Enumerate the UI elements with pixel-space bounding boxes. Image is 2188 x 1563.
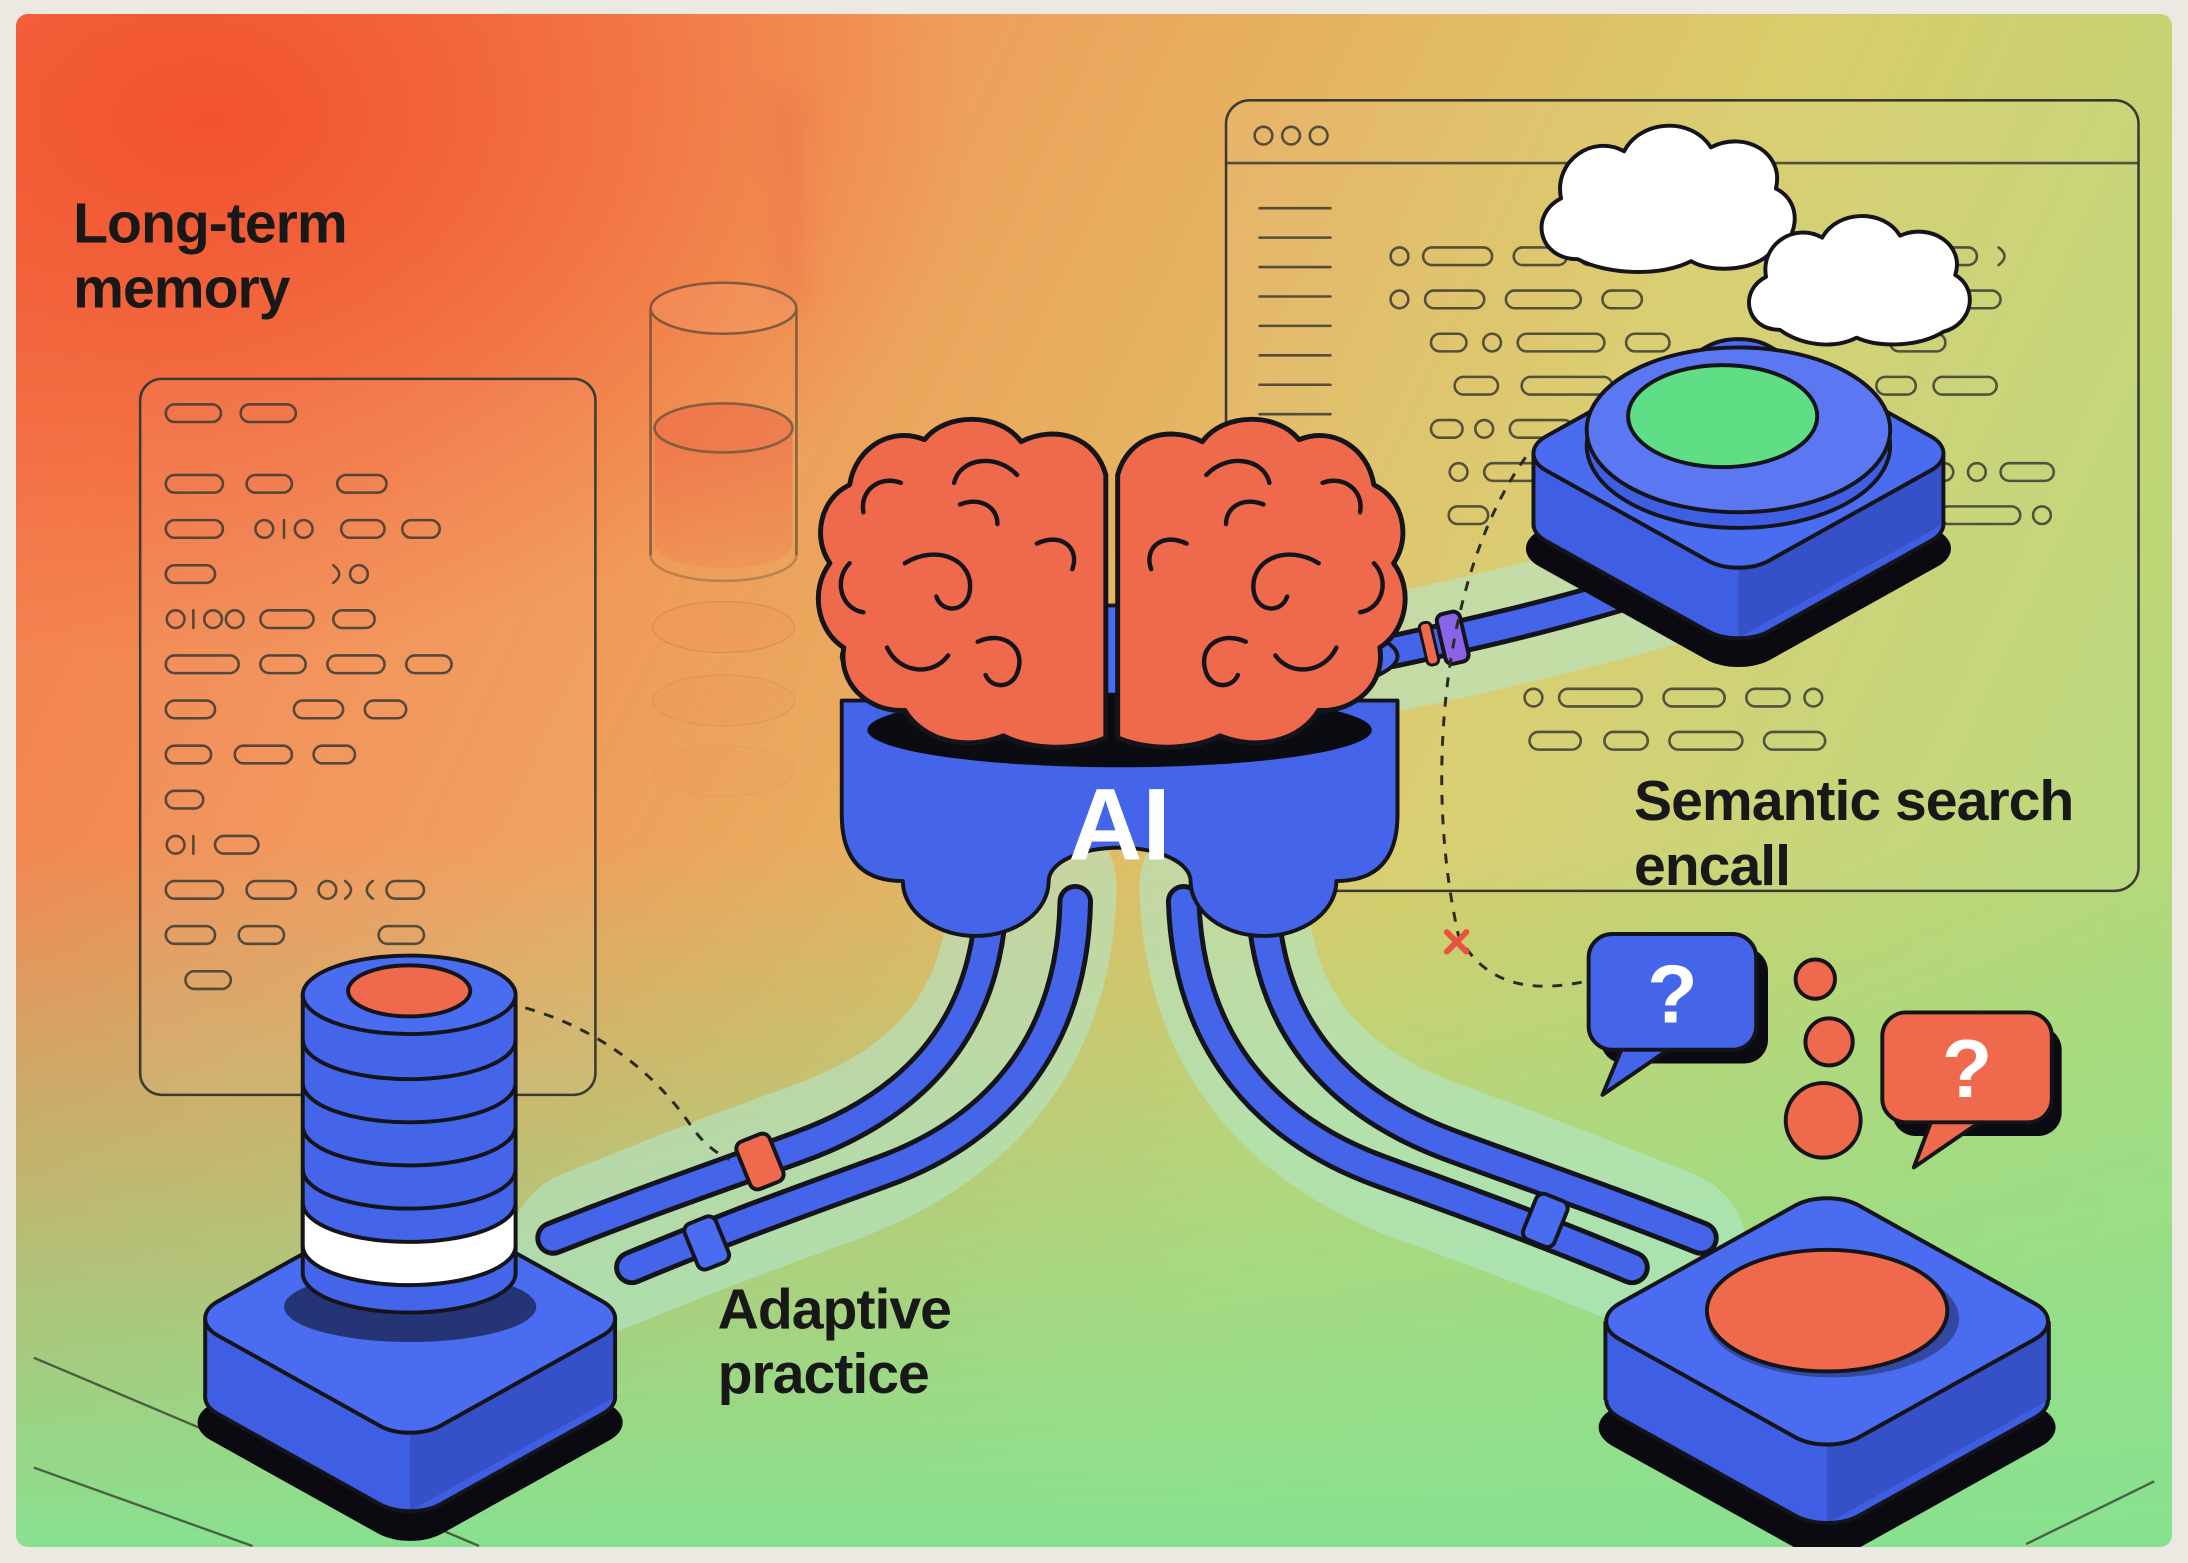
coupler-red-small (1417, 620, 1441, 667)
code-glyphs-left (164, 473, 453, 991)
question-mark-blue: ? (1647, 948, 1698, 1040)
stack-top-disc (346, 963, 473, 1019)
track-right (1139, 803, 1748, 1336)
question-bubble-blue (1586, 932, 1759, 1052)
pipe-left-a (540, 883, 1005, 1251)
steam-clouds (1539, 123, 1972, 347)
question-bubbles: ? ? (1586, 932, 2062, 1170)
long-term-memory-label-line2: memory (73, 256, 291, 320)
labels: Long-term memory Semantic search encall … (73, 192, 2074, 1406)
track-left (508, 803, 1117, 1336)
code-window-left-tabs (164, 403, 298, 424)
gradient-canvas: AI ? ? Long-term memory Semantic search … (16, 14, 2172, 1547)
window-dots-icon (1253, 125, 1329, 146)
cloud-icon-2 (1747, 214, 1972, 347)
brain-right-hemisphere (1118, 419, 1406, 747)
steam-stripe (770, 92, 807, 314)
question-mark-red: ? (1942, 1023, 1993, 1115)
coral-pad (1704, 1247, 1950, 1374)
long-term-memory-label-line1: Long-term (73, 192, 347, 256)
memory-stack-platform (197, 953, 623, 1541)
coupler-red (734, 1131, 786, 1192)
dashed-link-memory-stack (467, 995, 731, 1161)
code-window-left (138, 377, 597, 1097)
pipe-couplers (682, 609, 1570, 1272)
practice-platform (1598, 1188, 2056, 1547)
coupler-purple (1434, 609, 1471, 666)
chat-dot-large (1783, 1081, 1863, 1160)
semantic-search-label-line2: encall (1634, 834, 1790, 898)
pipe-right-b (1249, 883, 1714, 1251)
chat-dot-small (1793, 957, 1837, 1001)
ai-core: AI (815, 416, 1406, 938)
adaptive-practice-label-line2: practice (718, 1342, 929, 1406)
cloud-icon-1 (1539, 123, 1797, 274)
dashed-link-semantic (1440, 456, 1588, 988)
stack-white-band (300, 1200, 518, 1288)
test-tube (649, 92, 807, 798)
scene: AI ? ? Long-term memory Semantic search … (33, 92, 2155, 1547)
green-button (1626, 363, 1820, 470)
memory-stack (300, 953, 518, 1315)
coupler-blue-right (1520, 1191, 1570, 1249)
ai-core-label: AI (1068, 767, 1170, 882)
question-bubble-red (1880, 1010, 2054, 1125)
x-marker (1443, 929, 1470, 955)
coupler-blue-left (682, 1214, 732, 1272)
adaptive-practice-label-line1: Adaptive (718, 1277, 951, 1341)
semantic-button-platform (1525, 329, 1951, 668)
brain-left-hemisphere (815, 416, 1109, 750)
dashed-links (467, 456, 1588, 1161)
tube-liquid (653, 402, 794, 454)
semantic-search-label-line1: Semantic search (1634, 769, 2073, 833)
chat-dot-medium (1803, 1016, 1855, 1068)
ai-brain (815, 416, 1406, 750)
